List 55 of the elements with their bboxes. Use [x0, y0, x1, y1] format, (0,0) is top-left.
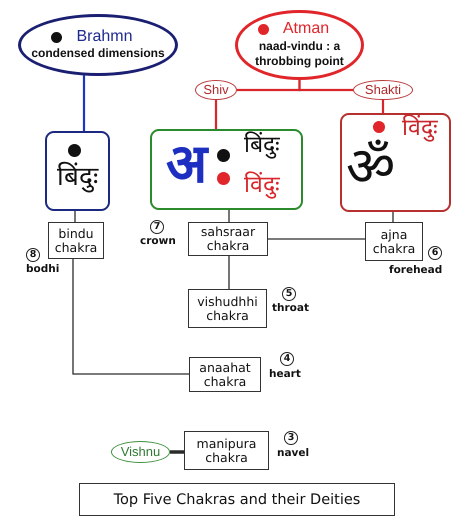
devanagari-text: बिंदुः	[244, 132, 280, 158]
oval-label: Shiv	[203, 82, 229, 98]
chakra-label: manipura chakra	[196, 436, 258, 464]
chakra-label: vishudhhi chakra	[196, 294, 259, 322]
devanagari-text: ॐ	[346, 139, 395, 196]
callout-number: 5	[282, 287, 296, 301]
body-part-label: crown	[140, 235, 176, 248]
chakra-label: sahsraar chakra	[200, 225, 256, 253]
oval-node	[111, 441, 170, 463]
body-part-label: throat	[272, 302, 309, 315]
body-part-label: forehead	[389, 264, 442, 277]
body-part-label: bodhi	[26, 263, 60, 276]
devanagari-text: विंदुः	[244, 172, 280, 198]
symbol-panel	[150, 129, 303, 210]
connector-line	[228, 256, 230, 289]
chakra-label: bindu chakra	[54, 226, 98, 254]
connector-line	[268, 238, 365, 240]
connector-line	[228, 210, 230, 222]
chakra-box	[189, 357, 261, 392]
connector-line	[214, 100, 218, 129]
callout-number: 6	[428, 246, 442, 260]
body-part-label: heart	[269, 368, 301, 381]
connector-line	[74, 211, 76, 222]
chakra-box	[48, 222, 104, 259]
chakra-label: ajna chakra	[372, 228, 416, 256]
connector-line	[170, 450, 184, 454]
oval-node	[353, 80, 413, 100]
connector-line	[382, 100, 384, 113]
devanagari-text: विंदुः	[402, 115, 438, 142]
connector-line	[392, 212, 394, 222]
connector-line	[298, 80, 353, 92]
callout-number: 7	[150, 220, 164, 234]
oval-text: condensed dimensions	[31, 46, 165, 62]
devanagari-text: बिंदुः	[56, 163, 100, 193]
connector-line	[72, 259, 189, 375]
oval-text: naad-vindu : a throbbing point	[254, 38, 345, 70]
oval-label: Vishnu	[120, 444, 160, 460]
oval-title: Brahmn	[76, 28, 133, 46]
chakra-box	[188, 289, 267, 328]
chakra-box	[188, 222, 268, 256]
chakra-box	[184, 431, 269, 470]
callout-number: 8	[26, 248, 40, 262]
chakra-label: anaahat chakra	[198, 360, 252, 388]
diagram-caption: Top Five Chakras and their Deities	[79, 483, 395, 516]
devanagari-text: अ	[166, 133, 207, 196]
symbol-panel	[45, 131, 110, 211]
connector-line	[82, 76, 86, 131]
callout-number: 4	[280, 352, 294, 366]
oval-label: Shakti	[364, 82, 402, 98]
chakra-box	[365, 222, 423, 261]
oval-title: Atman	[282, 20, 330, 39]
oval-node	[195, 80, 237, 100]
symbol-panel	[340, 113, 451, 212]
callout-number: 3	[284, 431, 298, 445]
body-part-label: navel	[277, 447, 310, 460]
